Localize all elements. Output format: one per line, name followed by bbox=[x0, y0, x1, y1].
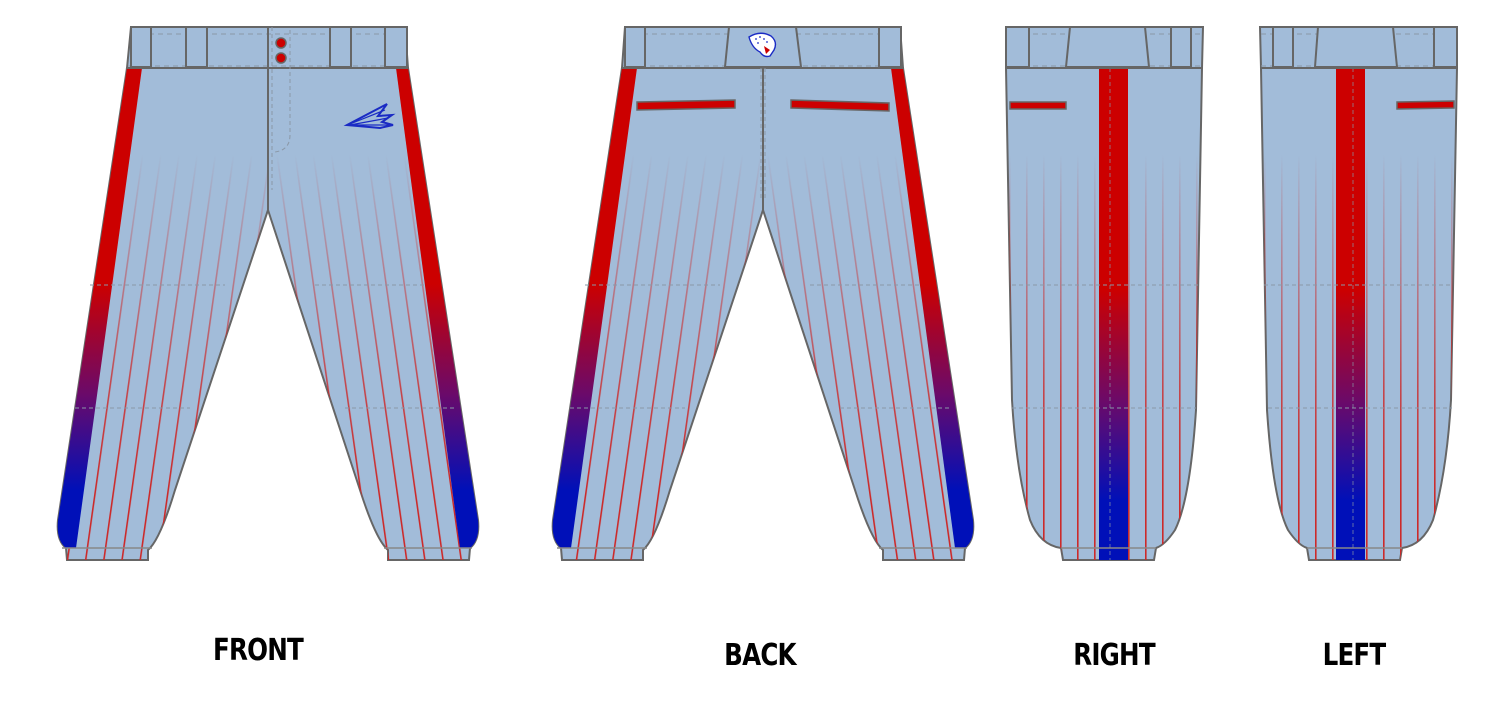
belt-loop bbox=[130, 26, 152, 68]
front-view bbox=[56, 26, 480, 561]
waist-button bbox=[275, 37, 287, 49]
back-pocket-left bbox=[636, 99, 736, 111]
view-label-front: FRONT bbox=[213, 633, 304, 668]
belt-loop bbox=[185, 26, 208, 68]
left-view bbox=[1258, 26, 1459, 561]
yoke-tab bbox=[1064, 26, 1151, 68]
back-pocket bbox=[1396, 100, 1455, 110]
fly-stitch bbox=[271, 27, 291, 190]
belt-loop bbox=[384, 26, 408, 68]
yoke-tab bbox=[1313, 26, 1399, 68]
view-label-back: BACK bbox=[724, 638, 796, 673]
view-label-left: LEFT bbox=[1322, 638, 1387, 673]
belt-loop bbox=[329, 26, 352, 68]
belt-loop bbox=[1433, 26, 1458, 68]
back-pocket-right bbox=[790, 99, 890, 112]
back-right-side-stripe bbox=[891, 68, 974, 548]
front-left-side-stripe bbox=[57, 68, 142, 548]
belt-loop bbox=[878, 26, 902, 68]
back-view bbox=[551, 26, 975, 561]
front-right-side-stripe bbox=[396, 68, 479, 548]
back-left-side-stripe bbox=[552, 68, 637, 548]
jaguar-head-logo bbox=[748, 32, 777, 58]
view-label-right: RIGHT bbox=[1073, 638, 1155, 673]
right-view bbox=[1004, 26, 1205, 561]
trident-arrow-logo bbox=[343, 103, 396, 130]
belt-loop bbox=[624, 26, 646, 68]
belt-loop bbox=[1005, 26, 1030, 68]
back-pocket bbox=[1009, 101, 1067, 110]
left-side-stripe bbox=[1336, 68, 1365, 560]
waist-button bbox=[275, 52, 287, 64]
belt-loop bbox=[1272, 26, 1294, 68]
belt-loop bbox=[1170, 26, 1192, 68]
right-side-stripe bbox=[1099, 68, 1128, 560]
